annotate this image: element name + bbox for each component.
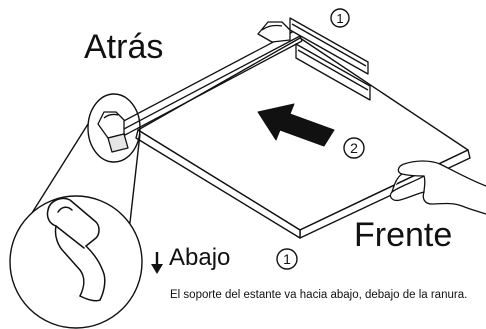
- marker-1-down-text: 1: [283, 251, 291, 267]
- marker-1-top-text: 1: [336, 11, 343, 26]
- shelf-support-top: [257, 21, 291, 43]
- instruction-caption: El soporte del estante va hacia abajo, d…: [170, 289, 468, 301]
- wall-slot-lower: [295, 43, 371, 101]
- hand-illustration: [389, 160, 486, 215]
- front-label: Frente: [354, 216, 453, 254]
- marker-2-text: 2: [350, 140, 358, 156]
- wall-slot-upper: [289, 17, 369, 75]
- bracket-detail: [46, 197, 106, 302]
- zoom-detail-circle: [9, 195, 143, 329]
- push-arrow: [257, 103, 335, 147]
- marker-1-top: 1: [330, 8, 350, 28]
- down-arrow: [151, 252, 163, 274]
- zoom-callout: [9, 93, 143, 329]
- marker-2: 2: [343, 137, 365, 159]
- shelf-support-left: [97, 111, 129, 153]
- marker-1-down: 1: [276, 248, 298, 270]
- back-label: Atrás: [84, 28, 164, 66]
- down-label: Abajo: [169, 244, 231, 271]
- zoom-source-circle: [87, 93, 141, 163]
